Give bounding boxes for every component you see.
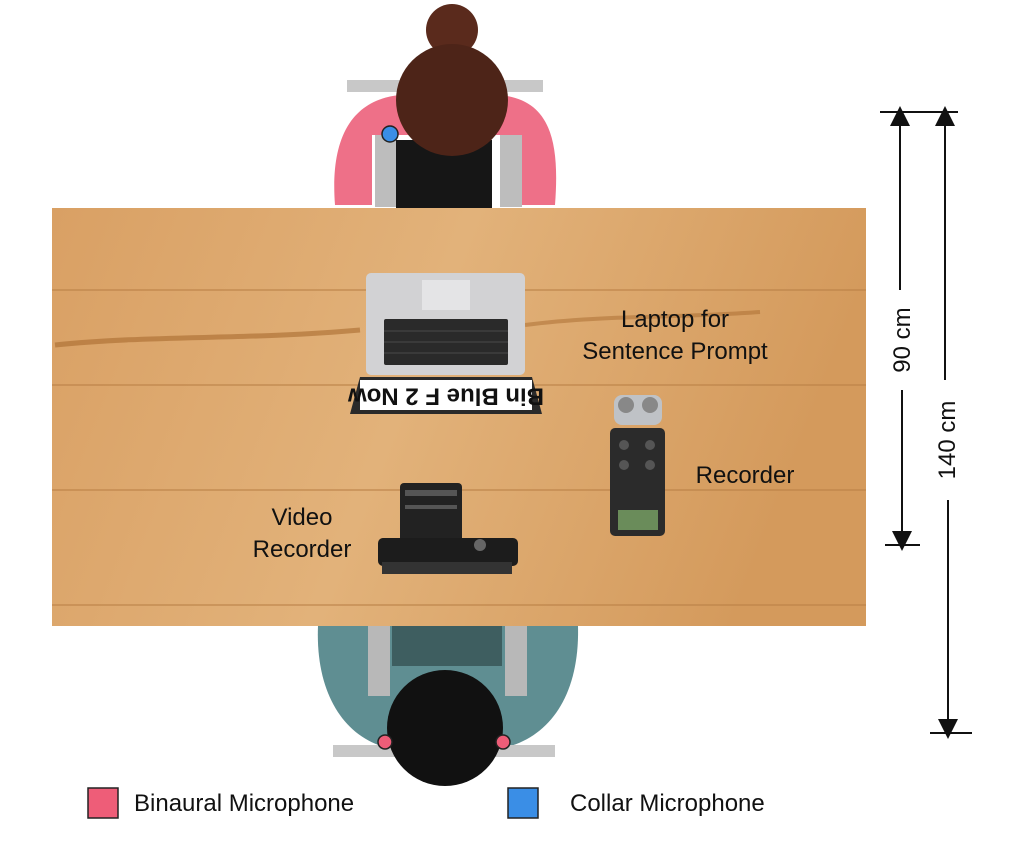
legend: Binaural Microphone Collar Microphone (87, 787, 765, 819)
bottom-person-head (387, 670, 503, 786)
recorder-label: Recorder (696, 462, 795, 489)
laptop-screen-prompt: Bin Blue F 2 Now (348, 383, 544, 410)
chair-leg (500, 135, 522, 207)
legend-label-binaural: Binaural Microphone (134, 790, 354, 817)
legend-swatch-binaural (87, 787, 119, 819)
laptop-label-line1: Laptop for (621, 306, 729, 333)
top-participant (334, 4, 557, 208)
legend-swatch-collar (507, 787, 539, 819)
collar-microphone-dot (381, 125, 399, 143)
total-distance-label: 140 cm (934, 401, 961, 480)
chair-leg (368, 626, 390, 696)
top-person-head (396, 44, 508, 156)
binaural-microphone-left-dot (377, 734, 393, 750)
bottom-person-torso (392, 626, 502, 666)
laptop: Bin Blue F 2 Now (348, 273, 544, 414)
video-recorder-label-line2: Recorder (253, 536, 352, 563)
video-recorder-label-line1: Video (272, 504, 333, 531)
laptop-label-line2: Sentence Prompt (582, 338, 768, 365)
chair-leg (375, 135, 397, 207)
legend-label-collar: Collar Microphone (570, 790, 765, 817)
dimension-total-distance (930, 106, 972, 739)
table-depth-label: 90 cm (889, 307, 916, 372)
binaural-microphone-right-dot (495, 734, 511, 750)
bottom-participant (317, 626, 579, 786)
audio-recorder (610, 395, 665, 536)
video-camera (378, 483, 518, 574)
top-person-hair-bun (426, 4, 478, 56)
chair-leg (505, 626, 527, 696)
